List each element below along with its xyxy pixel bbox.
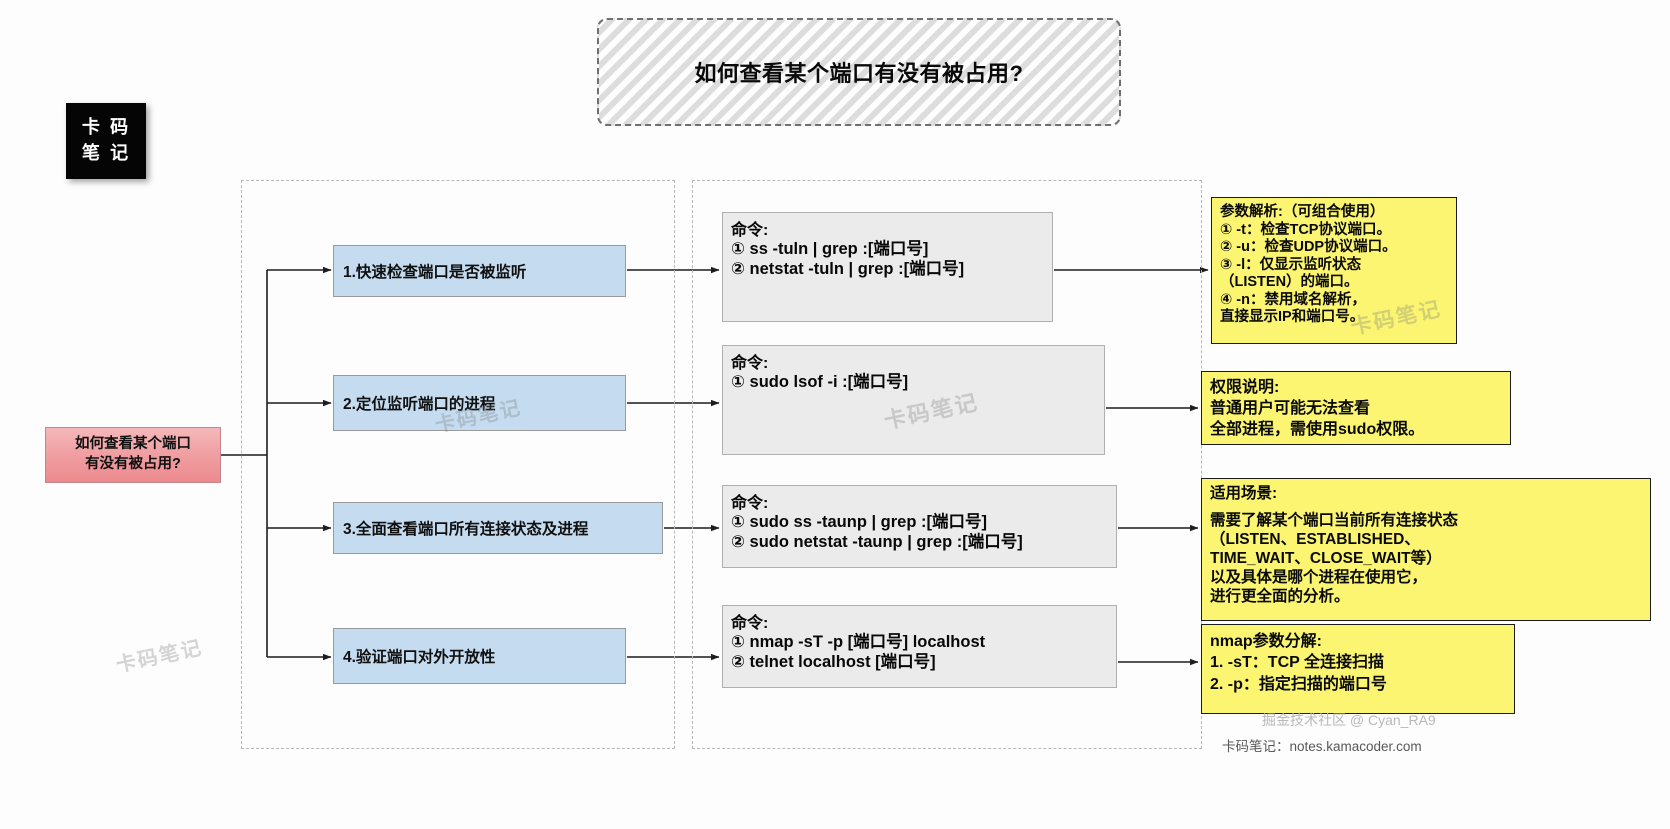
step-label-2: 2.定位监听端口的进程 (343, 396, 496, 413)
note-3-line-6: 进行更全面的分析。 (1210, 587, 1350, 605)
step-label-3: 3.全面查看端口所有连接状态及进程 (343, 521, 589, 538)
note-1-line-5: （LISTEN）的端口。 (1220, 274, 1359, 291)
note-1-line-4: ③ -l：仅显示监听状态 (1220, 256, 1362, 273)
note-2-line-1: 权限说明: (1210, 379, 1280, 396)
command-line-4-2: ② telnet localhost [端口号] (731, 652, 936, 671)
title-banner: 如何查看某个端口有没有被占用? (597, 18, 1121, 126)
root-line-1: 如何查看某个端口 (75, 436, 191, 453)
step-box-1[interactable]: 1.快速检查端口是否被监听 (333, 245, 626, 297)
step-box-3[interactable]: 3.全面查看端口所有连接状态及进程 (333, 502, 663, 554)
watermark-left-bottom: 卡码笔记 (113, 635, 205, 677)
steps-section-frame (241, 180, 675, 749)
note-2-line-3: 全部进程，需使用sudo权限。 (1210, 420, 1425, 438)
note-4-line-1: nmap参数分解: (1210, 633, 1323, 650)
note-1-line-2: ① -t：检查TCP协议端口。 (1220, 221, 1391, 238)
note-box-2: 权限说明: 普通用户可能无法查看 全部进程，需使用sudo权限。 (1201, 371, 1511, 445)
note-3-spacer (1210, 504, 1642, 512)
command-line-2-1: ① sudo lsof -i :[端口号] (731, 373, 909, 392)
note-1-line-6: ④ -n：禁用域名解析， (1220, 291, 1366, 308)
note-3-line-3: （LISTEN、ESTABLISHED、 (1210, 530, 1420, 548)
step-box-2[interactable]: 2.定位监听端口的进程 卡码笔记 (333, 375, 626, 437)
note-4-line-3: 2. -p：指定扫描的端口号 (1210, 675, 1387, 693)
command-box-1: 命令: ① ss -tuln | grep :[端口号] ② netstat -… (722, 212, 1053, 322)
command-title-3: 命令: (731, 495, 769, 512)
command-title-1: 命令: (731, 222, 769, 239)
root-node[interactable]: 如何查看某个端口 有没有被占用? (45, 427, 221, 483)
command-line-3-2: ② sudo netstat -taunp | grep :[端口号] (731, 532, 1023, 551)
step-label-1: 1.快速检查端口是否被监听 (343, 264, 527, 281)
step-label-4: 4.验证端口对外开放性 (343, 649, 496, 666)
site-footer: 卡码笔记：notes.kamacoder.com (1222, 739, 1422, 754)
command-line-1-2: ② netstat -tuln | grep :[端口号] (731, 259, 965, 278)
brand-logo: 卡 码 笔 记 (66, 103, 146, 179)
command-line-3-1: ① sudo ss -taunp | grep :[端口号] (731, 513, 987, 532)
note-4-line-2: 1. -sT：TCP 全连接扫描 (1210, 654, 1384, 672)
note-box-1: 参数解析:（可组合使用） ① -t：检查TCP协议端口。 ② -u：检查UDP协… (1211, 197, 1457, 344)
step-box-4[interactable]: 4.验证端口对外开放性 (333, 628, 626, 684)
note-3-line-1: 适用场景: (1210, 485, 1278, 502)
note-3-line-2: 需要了解某个端口当前所有连接状态 (1210, 511, 1459, 529)
note-box-3: 适用场景: 需要了解某个端口当前所有连接状态 （LISTEN、ESTABLISH… (1201, 478, 1651, 621)
command-box-4: 命令: ① nmap -sT -p [端口号] localhost ② teln… (722, 605, 1117, 688)
note-box-4: nmap参数分解: 1. -sT：TCP 全连接扫描 2. -p：指定扫描的端口… (1201, 624, 1515, 714)
command-box-2: 命令: ① sudo lsof -i :[端口号] 卡码笔记 (722, 345, 1105, 455)
command-title-4: 命令: (731, 615, 769, 632)
logo-line-1: 卡 码 (81, 116, 131, 138)
note-1-line-7: 直接显示IP和端口号。 (1220, 309, 1365, 326)
command-line-4-1: ① nmap -sT -p [端口号] localhost (731, 633, 986, 652)
note-3-line-4: TIME_WAIT、CLOSE_WAIT等） (1210, 549, 1442, 567)
note-2-line-2: 普通用户可能无法查看 (1210, 399, 1371, 417)
note-3-line-5: 以及具体是哪个进程在使用它， (1210, 568, 1428, 586)
commands-section-frame (692, 180, 1202, 749)
note-1-line-1: 参数解析:（可组合使用） (1220, 204, 1385, 220)
note-1-line-3: ② -u：检查UDP协议端口。 (1220, 239, 1397, 256)
community-watermark: 掘金技术社区 @ Cyan_RA9 (1262, 712, 1436, 728)
command-title-2: 命令: (731, 355, 769, 372)
command-line-1-1: ① ss -tuln | grep :[端口号] (731, 240, 929, 259)
logo-line-2: 笔 记 (81, 143, 131, 164)
command-box-3: 命令: ① sudo ss -taunp | grep :[端口号] ② sud… (722, 485, 1117, 568)
page-title: 如何查看某个端口有没有被占用? (694, 61, 1024, 86)
root-line-2: 有没有被占用? (85, 456, 181, 472)
